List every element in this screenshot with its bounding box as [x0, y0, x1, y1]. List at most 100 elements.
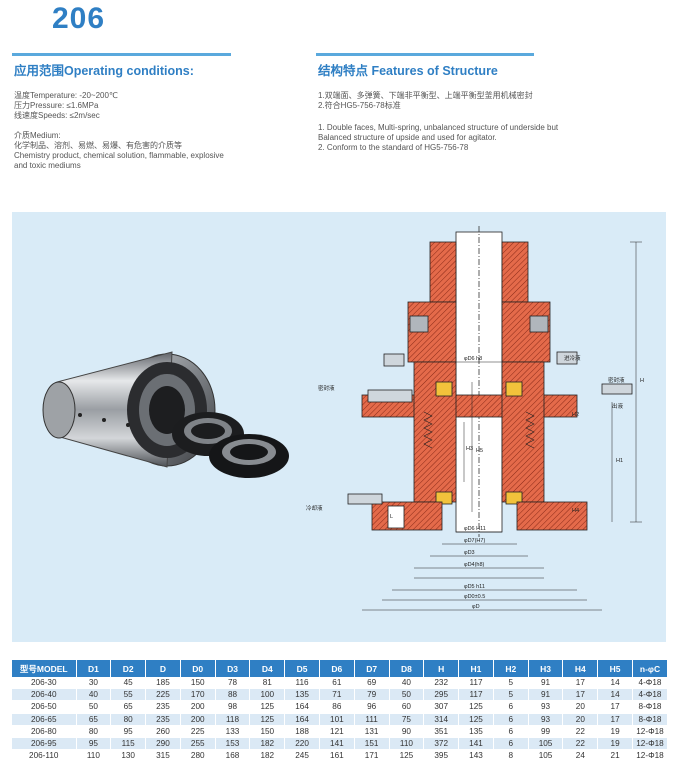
- table-cell: 117: [458, 677, 494, 690]
- table-cell: 71: [319, 688, 355, 702]
- table-cell: 17: [597, 713, 633, 726]
- table-header-cell: D7: [354, 660, 390, 677]
- table-cell: 315: [145, 749, 181, 763]
- medium-line: and toxic mediums: [14, 161, 81, 170]
- table-cell: 17: [597, 700, 633, 714]
- table-cell: 22: [562, 725, 599, 738]
- table-cell: 14: [597, 677, 633, 690]
- table-cell: 235: [145, 700, 181, 714]
- dim-h4: H4: [572, 508, 579, 514]
- table-cell: 100: [249, 688, 286, 702]
- table-cell: 80: [76, 725, 112, 738]
- structure-title: 结构特点 Features of Structure: [318, 64, 498, 78]
- operating-line: 线速度Speeds: ≤2m/sec: [14, 111, 100, 120]
- table-cell: 182: [249, 737, 286, 751]
- table-header-cell: H4: [562, 660, 599, 677]
- table-header-cell: D: [145, 660, 181, 677]
- table-cell: 110: [389, 737, 425, 751]
- table-cell: 93: [528, 700, 564, 714]
- model-cell: 206-40: [12, 688, 77, 702]
- table-cell: 182: [249, 749, 286, 763]
- model-cell: 206-95: [12, 737, 77, 751]
- table-cell: 220: [284, 737, 320, 751]
- table-cell: 125: [389, 749, 425, 763]
- table-cell: 135: [458, 725, 494, 738]
- dim-h5: H5: [476, 448, 483, 454]
- table-cell: 314: [423, 713, 460, 726]
- dim-d3: φD3: [464, 550, 475, 556]
- table-cell: 4-Φ18: [632, 688, 668, 702]
- table-cell: 19: [597, 737, 633, 751]
- table-header-cell: D6: [319, 660, 355, 677]
- table-cell: 105: [528, 749, 564, 763]
- drawing-svg: 密封液 冷却液 进冷液 密封液 出液 φD6 h8 φD6 H11 φD7(H7…: [42, 226, 644, 611]
- table-cell: 111: [354, 713, 390, 726]
- table-cell: 14: [597, 688, 633, 702]
- table-cell: 75: [389, 713, 425, 726]
- table-cell: 121: [319, 725, 355, 738]
- table-header-cell: D0: [180, 660, 216, 677]
- table-cell: 135: [284, 688, 320, 702]
- table-cell: 372: [423, 737, 460, 751]
- table-cell: 79: [354, 688, 390, 702]
- label-right2: 出液: [612, 402, 624, 410]
- medium-line: 化学制品、溶剂、易燃、易爆、有危害的介质等: [14, 141, 182, 150]
- table-cell: 12-Φ18: [632, 749, 668, 763]
- seal-photo: [42, 351, 289, 478]
- table-header-cell: D3: [215, 660, 251, 677]
- table-cell: 171: [354, 749, 390, 763]
- table-cell: 6: [493, 737, 529, 751]
- table-header-cell: 型号MODEL: [12, 660, 77, 677]
- table-header-cell: H: [423, 660, 460, 677]
- table-cell: 4-Φ18: [632, 677, 668, 690]
- dim-d4: φD4(h8): [464, 562, 485, 568]
- table-cell: 295: [423, 688, 460, 702]
- table-cell: 40: [389, 677, 425, 690]
- model-cell: 206-30: [12, 677, 77, 690]
- table-cell: 133: [215, 725, 251, 738]
- table-cell: 90: [389, 725, 425, 738]
- dim-h1: H1: [616, 458, 623, 464]
- table-cell: 125: [458, 700, 494, 714]
- dim-h: H: [640, 378, 644, 384]
- table-cell: 20: [562, 700, 599, 714]
- table-cell: 141: [458, 737, 494, 751]
- label-in-left: 密封液: [318, 384, 335, 392]
- structure-en-line: 2. Conform to the standard of HG5-756-78: [318, 143, 469, 152]
- table-header-cell: n-φC: [632, 660, 668, 677]
- table-cell: 141: [319, 737, 355, 751]
- table-cell: 80: [110, 713, 147, 726]
- structure-en-lines: 1. Double faces, Multi-spring, unbalance…: [318, 123, 558, 153]
- table-cell: 153: [215, 737, 251, 751]
- table-cell: 110: [76, 749, 112, 763]
- table-cell: 151: [354, 737, 390, 751]
- dim-d6h8: φD6 h8: [464, 356, 482, 362]
- table-cell: 81: [249, 677, 286, 690]
- table-cell: 30: [76, 677, 112, 690]
- dim-d: φD: [472, 604, 480, 610]
- table-cell: 45: [110, 677, 147, 690]
- table-cell: 6: [493, 725, 529, 738]
- table-cell: 93: [528, 713, 564, 726]
- table-cell: 225: [180, 725, 216, 738]
- table-cell: 17: [562, 677, 599, 690]
- table-cell: 290: [145, 737, 181, 751]
- table-cell: 188: [284, 725, 320, 738]
- table-cell: 91: [528, 688, 564, 702]
- table-cell: 8: [493, 749, 529, 763]
- table-header-cell: H1: [458, 660, 494, 677]
- dim-l: L: [390, 514, 393, 520]
- table-cell: 6: [493, 700, 529, 714]
- medium-lines: 介质Medium: 化学制品、溶剂、易燃、易爆、有危害的介质等 Chemistr…: [14, 131, 224, 171]
- table-cell: 24: [562, 749, 599, 763]
- label-top-right: 进冷液: [564, 354, 581, 362]
- dim-d7: φD7(H7): [464, 538, 485, 544]
- dim-h3: H3: [466, 446, 473, 452]
- operating-title: 应用范围Operating conditions:: [14, 64, 194, 78]
- table-cell: 65: [76, 713, 112, 726]
- table-cell: 116: [284, 677, 320, 690]
- table-cell: 22: [562, 737, 599, 751]
